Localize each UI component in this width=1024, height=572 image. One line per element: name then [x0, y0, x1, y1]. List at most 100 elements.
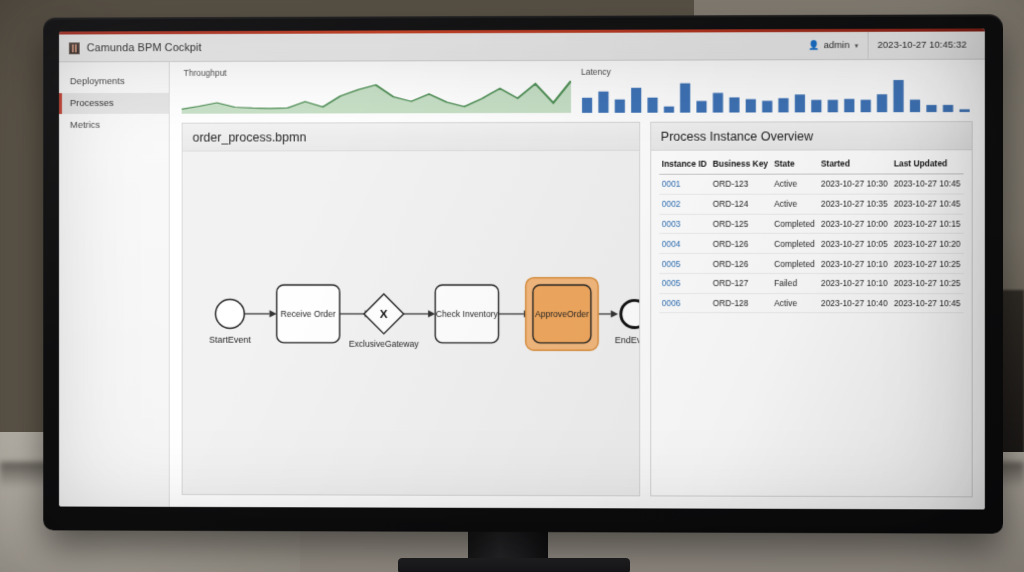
latency-bar [828, 100, 838, 112]
monitor-stand-base [398, 558, 630, 572]
monitor-display: Camunda BPM Cockpit 👤 admin ▾ 2023-10-27… [59, 28, 985, 509]
bpmn-node-start-event[interactable] [216, 299, 245, 328]
cell-state: Active [771, 293, 818, 313]
sidebar-item-label: Deployments [70, 76, 125, 87]
latency-bar [582, 98, 592, 113]
cell-updated: 2023-10-27 10:20 [891, 234, 964, 254]
cell-key: ORD-127 [710, 273, 771, 293]
cell-updated: 2023-10-27 10:45 [891, 194, 964, 214]
app-screen: Camunda BPM Cockpit 👤 admin ▾ 2023-10-27… [59, 28, 985, 509]
cell-updated: 2023-10-27 10:15 [891, 214, 964, 234]
metrics-strip: Throughput Latency [170, 60, 985, 121]
cell-state: Completed [771, 214, 818, 234]
table-row[interactable]: 0004ORD-126Completed2023-10-27 10:052023… [659, 234, 964, 254]
titlebar-right-group: 👤 admin ▾ 2023-10-27 10:45:32 [799, 31, 975, 59]
bpmn-label-start-event: StartEvent [209, 335, 251, 345]
cell-id[interactable]: 0005 [659, 254, 710, 274]
cell-state: Completed [771, 234, 818, 254]
sidebar-item-metrics[interactable]: Metrics [59, 115, 169, 136]
clock-display: 2023-10-27 10:45:32 [867, 31, 974, 58]
column-header-state[interactable]: State [771, 155, 818, 175]
cell-state: Active [771, 194, 818, 214]
exclusive-gateway-x-icon: X [380, 308, 388, 321]
latency-bar [943, 105, 953, 112]
throughput-metric: Throughput [182, 67, 571, 121]
sidebar: Deployments Processes Metrics [59, 62, 170, 507]
cell-state: Completed [771, 254, 818, 274]
cell-started: 2023-10-27 10:10 [818, 273, 891, 293]
cell-state: Failed [771, 273, 818, 293]
cell-id[interactable]: 0004 [659, 234, 710, 254]
cell-state: Active [771, 174, 818, 194]
instances-panel-title: Process Instance Overview [651, 122, 972, 151]
sidebar-item-processes[interactable]: Processes [59, 93, 169, 114]
table-row[interactable]: 0006ORD-128Active2023-10-27 10:402023-10… [659, 293, 964, 313]
cell-key: ORD-125 [710, 214, 771, 234]
bpmn-label-end-event: EndEvent [615, 335, 639, 345]
latency-bar [680, 83, 690, 112]
diagram-canvas[interactable]: StartEvent Receive Order X ExclusiveGate… [183, 151, 639, 496]
cell-updated: 2023-10-27 10:45 [891, 174, 964, 194]
diagram-panel: order_process.bpmn [182, 122, 640, 497]
latency-bar [877, 94, 887, 112]
column-header-instance-id[interactable]: Instance ID [659, 155, 710, 175]
sidebar-item-deployments[interactable]: Deployments [59, 71, 169, 92]
cell-key: ORD-126 [710, 234, 771, 254]
cell-id[interactable]: 0006 [659, 293, 710, 313]
cell-started: 2023-10-27 10:40 [818, 293, 891, 313]
latency-bar [811, 100, 821, 112]
instances-table: Instance ID Business Key State Started L… [659, 154, 964, 313]
user-menu-label: admin [824, 40, 850, 51]
column-header-started[interactable]: Started [818, 154, 891, 174]
content-row: order_process.bpmn [170, 119, 985, 509]
cell-id[interactable]: 0001 [659, 174, 710, 194]
latency-bar [778, 98, 788, 112]
cell-started: 2023-10-27 10:30 [818, 174, 891, 194]
latency-bar [696, 101, 706, 113]
instances-table-container: Instance ID Business Key State Started L… [651, 150, 972, 496]
latency-bar [861, 100, 871, 112]
user-icon: 👤 [808, 40, 819, 51]
table-row[interactable]: 0002ORD-124Active2023-10-27 10:352023-10… [659, 194, 964, 214]
app-title: Camunda BPM Cockpit [87, 42, 202, 54]
cell-id[interactable]: 0002 [659, 194, 710, 214]
cell-started: 2023-10-27 10:35 [818, 194, 891, 214]
sidebar-item-label: Metrics [70, 120, 100, 131]
cell-started: 2023-10-27 10:05 [818, 234, 891, 254]
latency-bar [631, 88, 641, 113]
bpmn-diagram[interactable]: StartEvent Receive Order X ExclusiveGate… [183, 151, 639, 496]
latency-bar [664, 106, 674, 112]
throughput-title: Throughput [184, 67, 571, 78]
latency-bar [926, 105, 936, 112]
latency-bar-chart [579, 78, 973, 113]
latency-bar [795, 95, 805, 113]
bpmn-node-end-event[interactable] [621, 300, 639, 327]
user-menu-button[interactable]: 👤 admin ▾ [799, 32, 867, 59]
latency-bar [844, 99, 854, 112]
latency-title: Latency [581, 66, 973, 77]
bpmn-label-approve-order: ApproveOrder [535, 309, 589, 319]
latency-bar [729, 97, 739, 112]
latency-metric: Latency [579, 66, 973, 120]
cell-id[interactable]: 0003 [659, 214, 710, 234]
column-header-last-updated[interactable]: Last Updated [891, 154, 964, 174]
latency-bar [746, 99, 756, 112]
table-row[interactable]: 0005ORD-127Failed2023-10-27 10:102023-10… [659, 273, 964, 293]
main-content: Throughput Latency [170, 60, 985, 510]
app-titlebar: Camunda BPM Cockpit 👤 admin ▾ 2023-10-27… [59, 31, 985, 62]
table-row[interactable]: 0003ORD-125Completed2023-10-27 10:002023… [659, 214, 964, 234]
app-body: Deployments Processes Metrics [59, 60, 985, 510]
diagram-panel-title: order_process.bpmn [183, 123, 639, 152]
chevron-down-icon: ▾ [855, 41, 859, 49]
cell-updated: 2023-10-27 10:25 [891, 254, 964, 274]
cell-updated: 2023-10-27 10:25 [891, 273, 964, 293]
cell-started: 2023-10-27 10:00 [818, 214, 891, 234]
cell-id[interactable]: 0005 [659, 273, 710, 293]
column-header-business-key[interactable]: Business Key [710, 155, 771, 175]
table-row[interactable]: 0005ORD-126Completed2023-10-27 10:102023… [659, 254, 964, 274]
cell-key: ORD-128 [710, 293, 771, 313]
cell-key: ORD-124 [710, 194, 771, 214]
latency-bar [648, 98, 658, 113]
table-row[interactable]: 0001ORD-123Active2023-10-27 10:302023-10… [659, 174, 964, 194]
